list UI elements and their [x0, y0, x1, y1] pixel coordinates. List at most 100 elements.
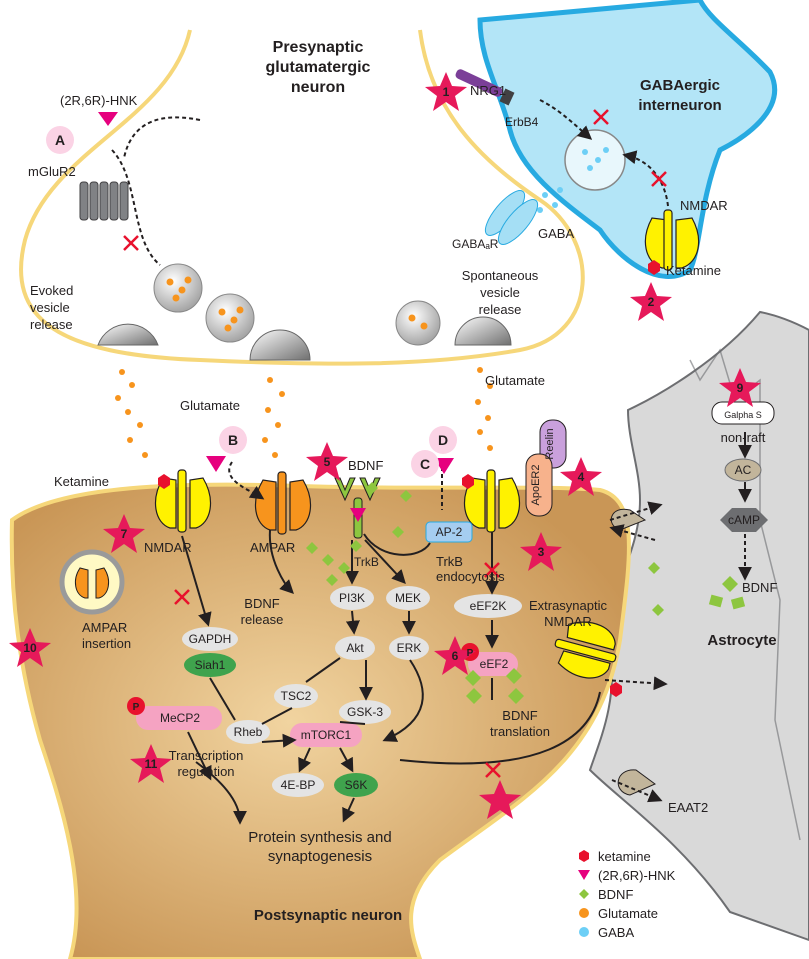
ampar-insertion-label: AMPAR: [82, 620, 127, 635]
s6k-label: S6K: [345, 778, 368, 792]
eef2-label: eEF2: [480, 657, 509, 671]
ampar-insertion-vesicle: [59, 549, 125, 615]
inhibition-crosses: [123, 109, 667, 778]
star-number-3: 3: [538, 545, 545, 559]
legend-symbol-circle: [579, 927, 589, 937]
nmdar-right: [464, 469, 520, 533]
star-6: [434, 636, 476, 675]
gaba-molecules: [537, 147, 609, 213]
star-number-4: 4: [578, 470, 585, 484]
letter-B: B: [228, 432, 238, 448]
astrocyte-inner: [689, 348, 801, 841]
star-number-11: 11: [145, 757, 158, 771]
star-3: [520, 532, 562, 571]
apoer2-label: ApoER2: [530, 465, 542, 506]
mek-label: MEK: [395, 591, 421, 605]
tsc2-label: TSC2: [281, 689, 312, 703]
bdnf-astro-label: BDNF: [742, 580, 777, 595]
star-2: [630, 282, 672, 321]
ketamine-markers: [158, 260, 660, 697]
gaba-label: GABA: [538, 226, 574, 241]
eef2k-label: eEF2K: [470, 599, 507, 613]
protein-synthesis-label: Protein synthesis and: [248, 829, 391, 846]
star-10: [9, 628, 51, 667]
extrasynaptic-label: Extrasynaptic: [529, 598, 608, 613]
legend-label: (2R,6R)-HNK: [598, 868, 676, 883]
ketamine-post-label: Ketamine: [54, 474, 109, 489]
erbb4-receptor: [499, 88, 515, 106]
postsynaptic-label: Postsynaptic neuron: [254, 907, 402, 924]
legend-symbol-diamond: [579, 889, 589, 899]
hnk-markers: [98, 112, 454, 522]
letter-A: A: [55, 132, 65, 148]
nmdar-post-label: NMDAR: [144, 540, 192, 555]
rheb-label: Rheb: [234, 725, 263, 739]
camp-label: cAMP: [728, 513, 760, 527]
letter-circles: [46, 126, 457, 478]
nmdar-interneuron-label: NMDAR: [680, 198, 728, 213]
ap2-box: [425, 521, 473, 543]
bdnf-translation-label: translation: [490, 724, 550, 739]
astrocyte-label: Astrocyte: [707, 632, 776, 649]
extrasynaptic-label: NMDAR: [544, 614, 592, 629]
nrg1-ligand: [455, 69, 503, 97]
eaat2-lower: [617, 769, 656, 796]
star-unlabeled: [479, 780, 521, 819]
bdnf-molecules: [306, 482, 746, 704]
legend-label: BDNF: [598, 887, 633, 902]
ketamine-interneuron-label: Ketamine: [666, 263, 721, 278]
erbb4-label: ErbB4: [505, 115, 539, 129]
ampar-receptor: [255, 471, 311, 535]
spontaneous-label: release: [479, 302, 522, 317]
camp-node: [720, 508, 768, 532]
star-number-6: 6: [452, 649, 459, 663]
spontaneous-label: Spontaneous: [462, 268, 539, 283]
glutamate-left-label: Glutamate: [180, 398, 240, 413]
bdnf-top-label: BDNF: [348, 458, 383, 473]
glutamate-right-label: Glutamate: [485, 373, 545, 388]
trkb-endocytosis-label: endocytosis: [436, 569, 505, 584]
extrasynaptic-nmdar: [554, 621, 617, 679]
star-markers: [9, 72, 761, 819]
evoked-label: Evoked: [30, 283, 73, 298]
trkb-label: TrkB: [354, 555, 379, 569]
interneuron-body: [477, 0, 778, 279]
star-number-9: 9: [737, 381, 744, 395]
mecp2-label: MeCP2: [160, 711, 200, 725]
spontaneous-label: vesicle: [480, 285, 520, 300]
glutamate-molecules: [115, 276, 493, 458]
star-1: [425, 72, 467, 111]
star-7: [103, 514, 145, 553]
pi3k-label: PI3K: [339, 591, 365, 605]
transcription-label: regulation: [177, 764, 234, 779]
reelin-label: Reelin: [544, 428, 556, 459]
akt-label: Akt: [346, 641, 364, 655]
pathway-arrows: [111, 99, 752, 825]
star-5: [306, 442, 348, 481]
letter-C: C: [420, 456, 430, 472]
legend-symbol-hexagon: [579, 850, 589, 862]
nrg1-label: NRG1: [470, 83, 506, 98]
letter-D: D: [438, 432, 448, 448]
star-11: [130, 744, 172, 783]
presynaptic-label: Presynaptic: [273, 39, 364, 56]
ac-node: [724, 458, 762, 482]
nmdar-postsynaptic: [155, 469, 211, 533]
legend-symbol-circle: [579, 908, 589, 918]
star-number-1: 1: [443, 85, 450, 99]
nmdar-interneuron: [644, 209, 700, 271]
ac-label: AC: [735, 463, 752, 477]
gabaar-label: GABAₐR: [452, 237, 499, 251]
apoer2-box: [525, 453, 553, 517]
evoked-label: vesicle: [30, 300, 70, 315]
mtorc1-label: mTORC1: [301, 728, 352, 742]
gapdh-label: GAPDH: [189, 632, 232, 646]
eaat2-label: EAAT2: [668, 800, 708, 815]
bdnf-release-label: BDNF: [244, 596, 279, 611]
erk-label: ERK: [397, 641, 422, 655]
pathway-nodes: [136, 586, 522, 797]
transcription-label: Transcription: [169, 748, 244, 763]
gsk3-label: GSK-3: [347, 705, 383, 719]
